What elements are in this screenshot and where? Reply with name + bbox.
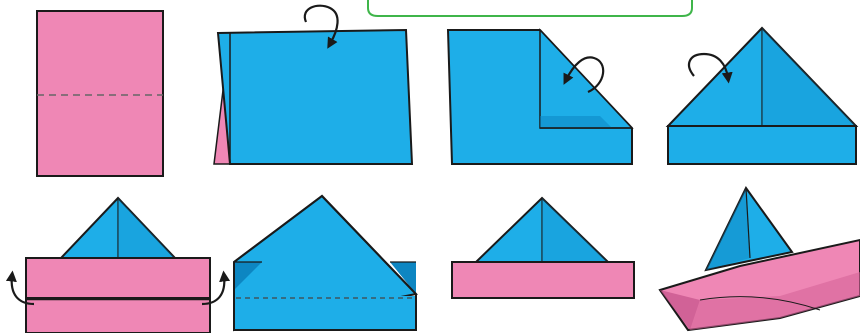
step-8: [660, 188, 860, 330]
step-4: [668, 28, 856, 164]
step-7: [452, 198, 634, 298]
step-2: [214, 6, 412, 164]
step-1: [37, 11, 163, 176]
step-6: [234, 196, 416, 330]
band-front: [26, 258, 210, 298]
folded-corner: [540, 30, 632, 128]
caption-box: [368, 0, 692, 16]
hat-band: [668, 126, 856, 164]
paper-sheet: [37, 11, 163, 176]
hat-band: [452, 262, 634, 298]
band-back: [26, 298, 210, 333]
paper-front: [218, 30, 412, 164]
step-5: [12, 198, 225, 333]
step-3: [448, 30, 632, 164]
